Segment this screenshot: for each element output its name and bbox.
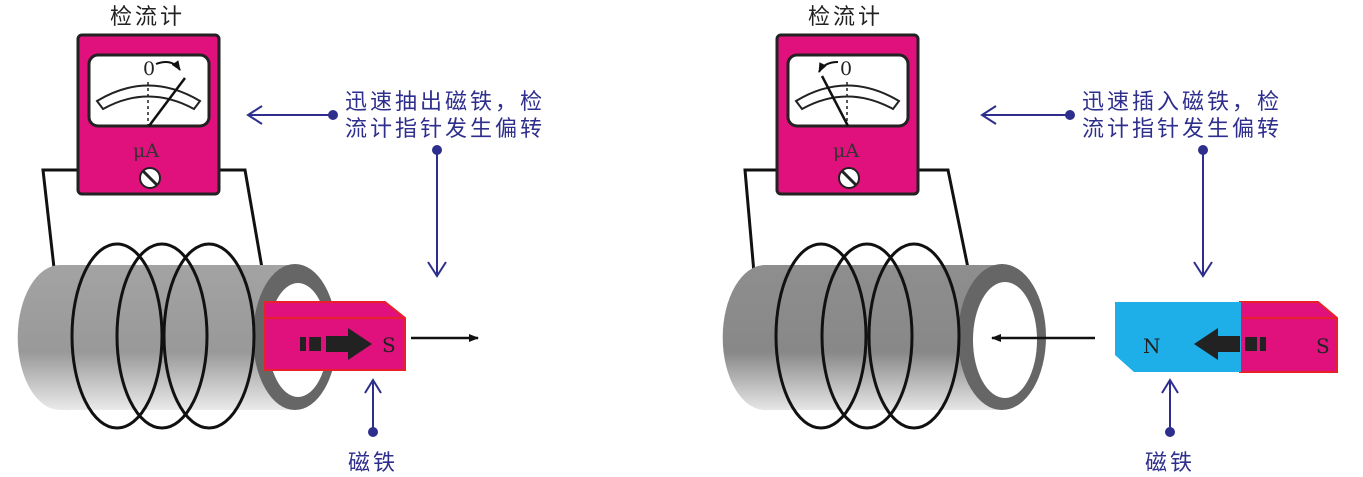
pole-s-label: S bbox=[382, 333, 396, 357]
pointer-to-magnet bbox=[427, 145, 447, 278]
deflection-arrow-icon bbox=[818, 61, 839, 73]
right-panel: 检流计 N S bbox=[722, 5, 1338, 476]
needle bbox=[148, 77, 186, 127]
galvanometer: 0 μA bbox=[76, 33, 221, 196]
zero-mark: 0 bbox=[143, 58, 155, 80]
coil-windings bbox=[70, 242, 256, 430]
pointer-to-magnet bbox=[1193, 145, 1213, 278]
galvanometer-title: 检流计 bbox=[110, 5, 185, 30]
magnet-label: 磁铁 bbox=[1145, 451, 1195, 476]
left-panel: 检流计 S bbox=[17, 5, 545, 476]
caption-line-1: 迅速插入磁铁，检 bbox=[1082, 90, 1282, 115]
caption-line-2: 流计指针发生偏转 bbox=[1082, 117, 1282, 142]
bar-magnet: N S bbox=[1115, 301, 1338, 373]
zero-adjust-screw-icon bbox=[139, 167, 161, 189]
unit-label: μA bbox=[833, 140, 859, 162]
galvanometer: 0 μA bbox=[775, 33, 920, 196]
deflection-arrow-icon bbox=[155, 60, 181, 71]
magnet-label: 磁铁 bbox=[348, 451, 398, 476]
coil-windings bbox=[774, 242, 961, 430]
magnet-direction-arrow-icon bbox=[1194, 328, 1266, 360]
galvanometer-title: 检流计 bbox=[808, 5, 883, 30]
wire-right bbox=[918, 168, 970, 269]
unit-label: μA bbox=[133, 140, 159, 162]
magnet-label-pointer bbox=[364, 378, 382, 437]
bar-magnet: S bbox=[264, 301, 406, 371]
zero-adjust-screw-icon bbox=[838, 167, 860, 189]
caption-line-1: 迅速抽出磁铁，检 bbox=[345, 90, 545, 115]
caption-line-2: 流计指针发生偏转 bbox=[345, 117, 545, 142]
zero-mark: 0 bbox=[840, 58, 852, 80]
pointer-to-galvanometer bbox=[980, 105, 1075, 125]
pointer-to-galvanometer bbox=[246, 105, 338, 125]
needle bbox=[820, 75, 850, 127]
wire-right bbox=[219, 168, 264, 269]
magnet-label-pointer bbox=[1161, 378, 1179, 437]
pole-s-label: S bbox=[1316, 334, 1330, 358]
pole-n-label: N bbox=[1143, 334, 1161, 358]
magnet-direction-arrow-icon bbox=[300, 328, 372, 360]
